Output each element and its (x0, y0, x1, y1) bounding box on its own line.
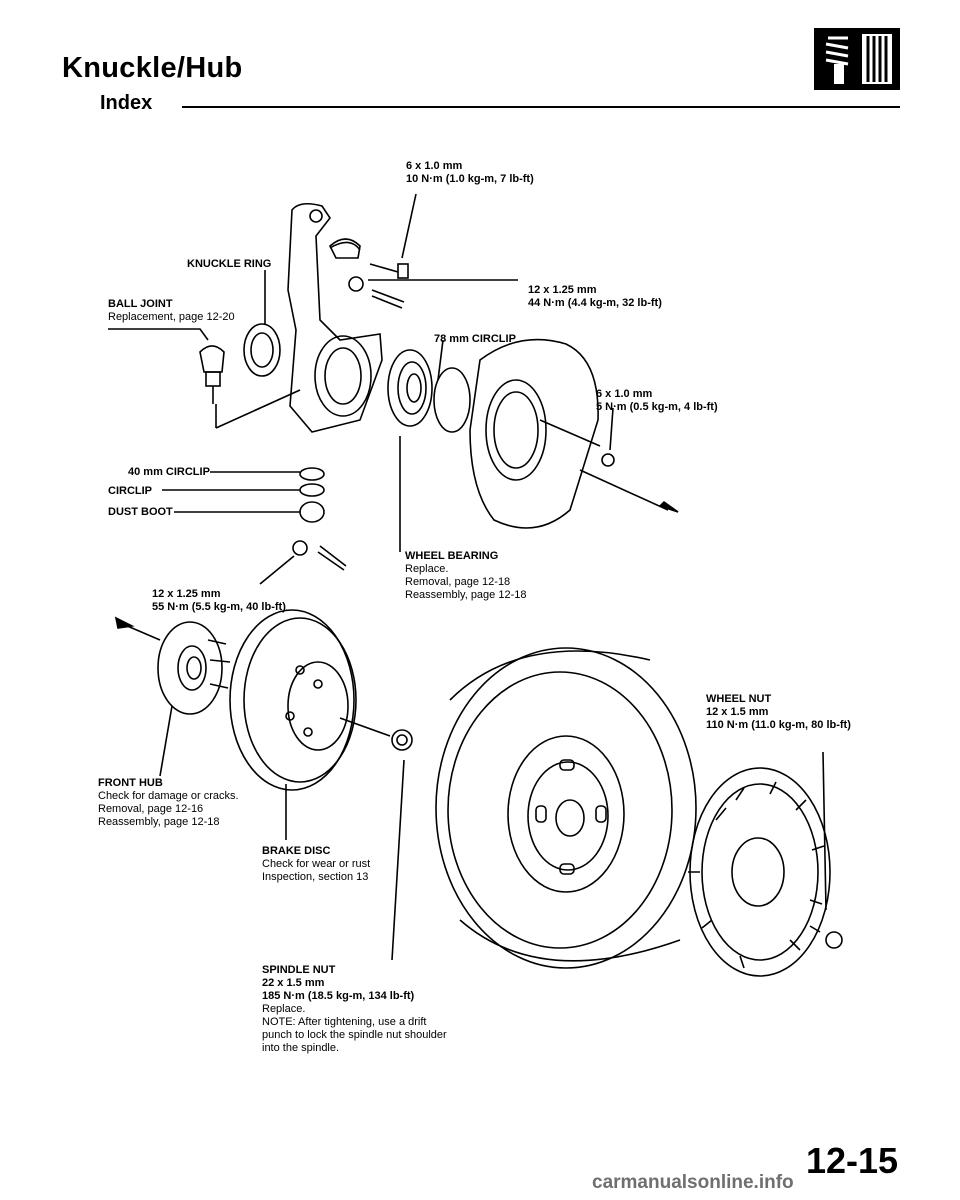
label-circlip: CIRCLIP (108, 485, 152, 497)
front-hub (157, 621, 231, 715)
suspension-icon (814, 28, 900, 90)
label-bolt-top: 6 x 1.0 mm 10 N·m (1.0 kg-m, 7 lb-ft) (406, 160, 534, 185)
wheel-cover (688, 767, 831, 977)
label-front-hub: FRONT HUB Check for damage or cracks. Re… (98, 777, 239, 828)
label-circlip-40: 40 mm CIRCLIP (128, 466, 210, 478)
wheel-bearing (387, 349, 433, 427)
label-spindle-nut: SPINDLE NUT 22 x 1.5 mm 185 N·m (18.5 kg… (262, 964, 447, 1054)
splash-shield (469, 338, 615, 529)
wheel-and-tire (435, 647, 697, 969)
brake-disc (229, 609, 357, 791)
label-knuckle-ring: KNUCKLE RING (187, 258, 272, 270)
wheel-nut-part (809, 925, 843, 949)
label-wheel-nut: WHEEL NUT 12 x 1.5 mm 110 N·m (11.0 kg-m… (706, 693, 851, 731)
label-ball-joint-nut: 12 x 1.25 mm 55 N·m (5.5 kg-m, 40 lb-ft) (152, 588, 286, 613)
page-title: Knuckle/Hub (62, 52, 243, 84)
label-circlip-78: 78 mm CIRCLIP (434, 333, 516, 345)
watermark-text: carmanualsonline.info (592, 1172, 794, 1193)
knuckle-ring (243, 323, 281, 377)
lower-stack (292, 467, 347, 571)
upper-hardware (329, 238, 409, 309)
label-bolt-splash: 6 x 1.0 mm 5 N·m (0.5 kg-m, 4 lb-ft) (596, 388, 718, 413)
label-wheel-bearing: WHEEL BEARING Replace. Removal, page 12-… (405, 550, 527, 601)
ball-joint (199, 345, 225, 404)
label-castle-nut: 12 x 1.25 mm 44 N·m (4.4 kg-m, 32 lb-ft) (528, 284, 662, 309)
header-rule (182, 106, 900, 108)
label-dust-boot: DUST BOOT (108, 506, 173, 518)
spindle-nut (339, 717, 413, 751)
knuckle-body (287, 202, 383, 433)
page-number: 12-15 (806, 1140, 899, 1181)
label-ball-joint: BALL JOINT Replacement, page 12-20 (108, 298, 235, 323)
section-subtitle: Index (100, 92, 153, 114)
circlip-78 (433, 367, 471, 433)
label-brake-disc: BRAKE DISC Check for wear or rust Inspec… (262, 845, 371, 883)
